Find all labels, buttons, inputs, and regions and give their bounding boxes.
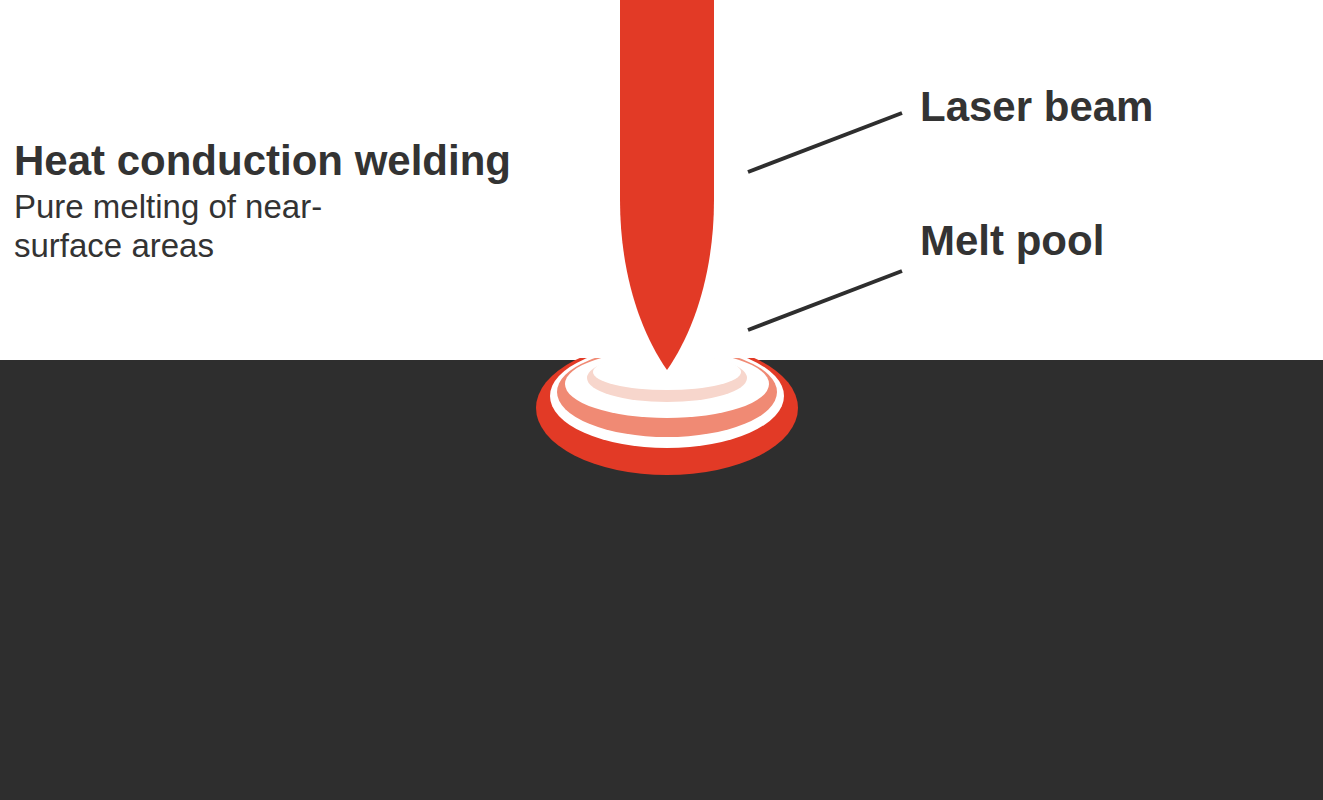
leader-line: [748, 271, 902, 330]
subtitle: Pure melting of near-surface areas: [14, 188, 344, 266]
diagram-title: Heat conduction welding: [14, 138, 614, 184]
leader-line: [748, 113, 902, 172]
part-label: Laser beam: [920, 84, 1310, 130]
laser-beam: [620, 0, 714, 370]
melt-pool: [536, 358, 798, 475]
part-label: Melt pool: [920, 218, 1310, 264]
